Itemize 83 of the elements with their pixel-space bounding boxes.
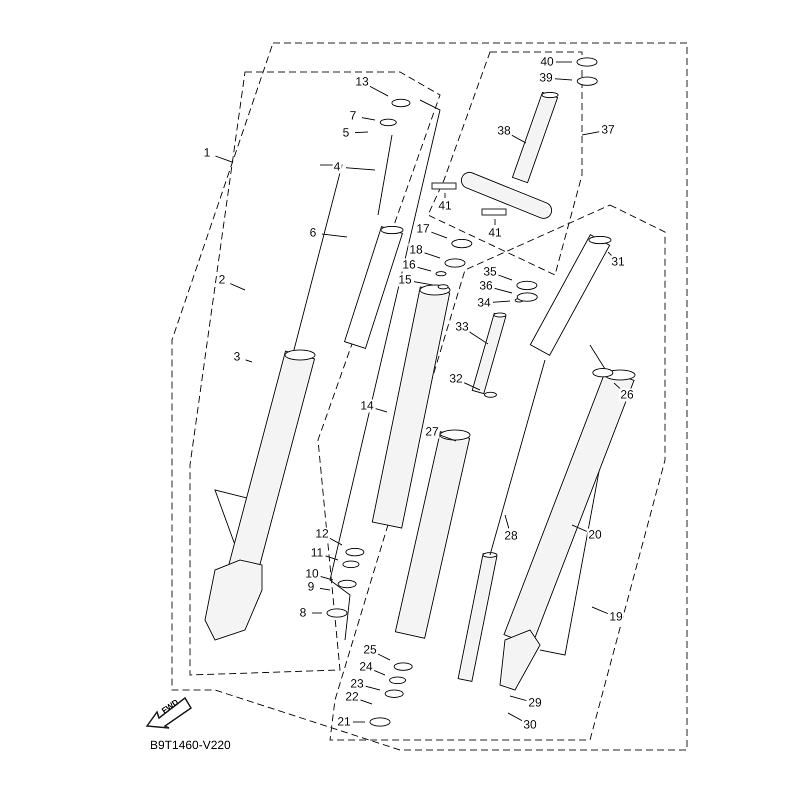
callout-number: 22 [344,690,360,704]
leader-line [511,134,526,144]
callout-number: 41 [487,226,503,240]
leader-line [369,86,388,96]
leader-line [504,514,510,529]
leader-line [494,218,496,226]
leader-line [329,538,342,546]
leader-line [230,283,246,290]
leader-line [360,699,372,704]
callout-number: 29 [527,696,543,710]
callout-number: 3 [232,350,242,364]
leader-line [510,696,527,702]
leader-line [361,117,376,120]
leader-line [374,670,386,676]
callout-number: 17 [415,222,431,236]
callout-number: 12 [314,528,330,540]
callout-number: 8 [298,606,308,620]
callout-number: 36 [478,280,494,292]
leader-line [245,359,252,362]
callout-number: 39 [538,72,554,84]
callout-number: 19 [608,610,624,624]
callout-number: 32 [448,372,464,386]
leader-line [378,654,390,660]
callout-number: 6 [308,226,318,240]
callout-number: 40 [539,56,555,68]
callout-number: 18 [408,244,424,256]
callout-number: 14 [359,400,375,412]
callout-number: 20 [587,528,603,542]
leader-line [417,266,432,272]
leader-line [464,382,480,390]
callout-number: 31 [610,256,626,268]
leader-line [365,686,380,690]
callout-number: 23 [349,678,365,690]
callout-number: 11 [310,546,324,560]
callout-number: 34 [476,296,492,310]
leader-line [325,555,338,560]
callout-number: 10 [304,568,320,580]
callout-number: 27 [424,426,440,438]
callout-number: 13 [354,76,370,88]
callout-number: 30 [522,718,538,732]
callout-number: 2 [218,274,226,286]
callout-number: 28 [503,530,519,542]
callout-number: 4 [332,160,342,174]
leader-line [492,300,510,303]
leader-line [614,382,621,390]
leader-line [345,167,376,170]
callout-number: 26 [619,388,635,402]
callout-number: 38 [496,124,512,138]
leader-line [413,281,434,286]
callout-number: 21 [336,716,352,728]
leader-line [494,288,512,294]
leader-line [424,252,440,258]
leader-line [214,156,232,162]
callout-number: 1 [202,146,212,160]
callout-number: 7 [348,110,358,122]
leader-line [582,131,600,136]
callout-number: 41 [437,200,453,212]
diagram-code: B9T1460-V220 [150,738,231,752]
leader-line [319,588,330,590]
callout-number: 33 [454,320,470,334]
leader-line [498,274,512,280]
leader-line [554,78,572,80]
leader-line [430,232,448,238]
callout-number: 24 [358,660,374,674]
leader-line [572,524,588,532]
callout-number: 25 [362,644,378,656]
leader-line [375,408,388,412]
callout-number: 16 [401,258,417,272]
callout-number: 9 [306,580,316,594]
callout-number: 5 [342,126,350,140]
leader-line [508,712,523,722]
leader-line [354,132,368,134]
callout-number: 35 [482,266,498,278]
leader-line [320,576,334,580]
leader-line [440,434,456,442]
leader-line [592,606,608,614]
leader-line [469,331,488,344]
callout-number: 37 [600,124,616,136]
direction-label: FWD [160,698,180,716]
leader-line [312,612,322,614]
callout-number: 15 [397,274,413,286]
leader-line [321,234,348,238]
leader-line [444,192,446,198]
